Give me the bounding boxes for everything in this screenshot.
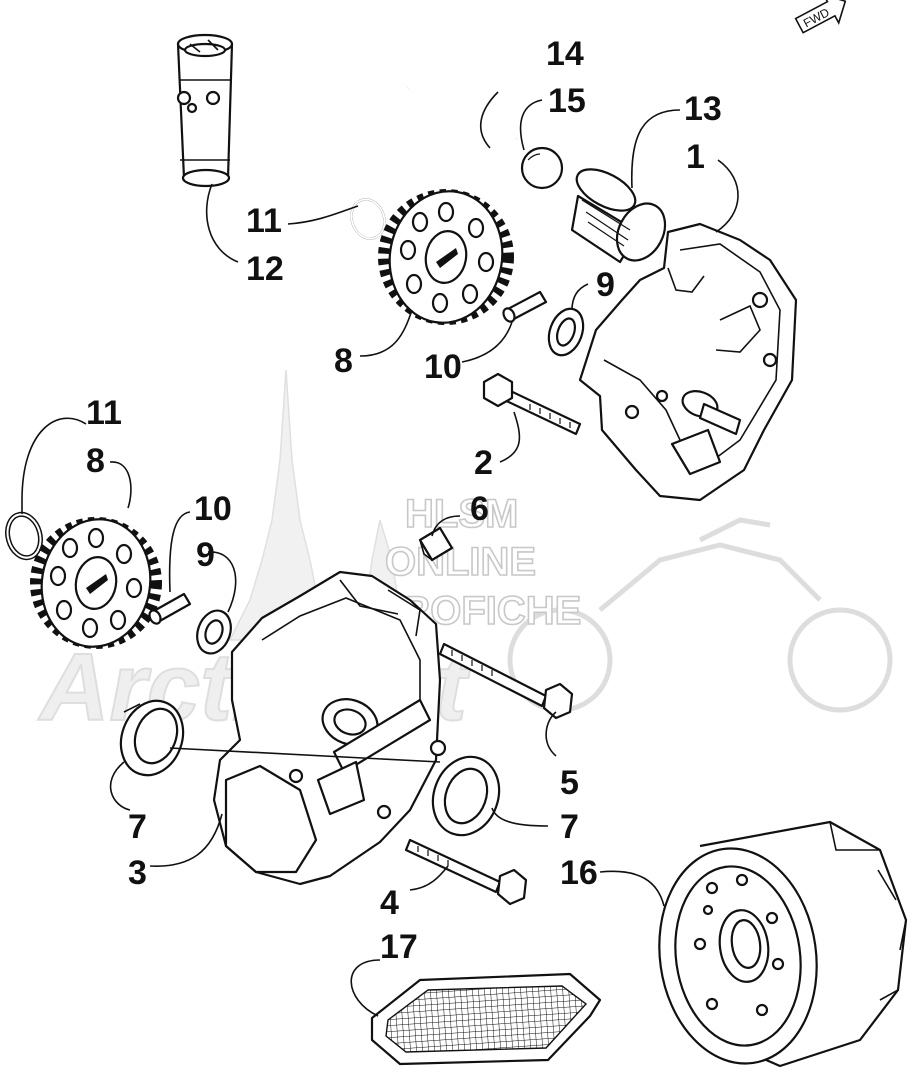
callout-2: 2 — [474, 444, 493, 482]
oil-filter — [658, 820, 908, 1068]
watermark-line2: ONLINE — [385, 540, 536, 584]
bolt-top — [482, 372, 582, 436]
callout-16: 16 — [560, 854, 598, 892]
circlip-top — [350, 198, 386, 240]
washer-top — [547, 307, 585, 357]
callout-14: 14 — [546, 35, 584, 73]
relief-plunger — [570, 168, 667, 264]
callout-3: 3 — [128, 854, 147, 892]
oil-pump-gear-top — [378, 189, 514, 325]
oil-seal-left — [119, 699, 185, 777]
callout-17: 17 — [380, 928, 418, 966]
oil-pump-body-upper — [578, 222, 798, 502]
gear-holes-top — [399, 201, 495, 314]
relief-ball — [520, 146, 564, 190]
oil-pickup-tube — [176, 33, 234, 188]
callout-10-top: 10 — [424, 348, 462, 386]
callout-9-top: 9 — [596, 266, 615, 304]
callout-6: 6 — [470, 490, 489, 528]
dowel-pin-top — [502, 290, 548, 323]
filter-holes — [693, 873, 785, 1017]
callout-11-top: 11 — [246, 202, 282, 240]
callout-10-mid: 10 — [194, 490, 232, 528]
leader-lines — [21, 91, 739, 1017]
fwd-arrow-icon: FWD — [794, 0, 847, 34]
oil-seal-right — [431, 755, 501, 837]
callout-1: 1 — [686, 138, 705, 176]
callout-7-left: 7 — [128, 808, 147, 846]
callout-15: 15 — [548, 82, 586, 120]
callout-numbers: 14 15 13 1 11 12 9 8 10 2 11 8 10 6 9 5 … — [86, 35, 722, 966]
watermark-skyline — [228, 369, 405, 641]
gear-holes-left — [49, 527, 143, 639]
callout-8-top: 8 — [334, 342, 353, 380]
callout-5: 5 — [560, 764, 579, 802]
callout-7-right: 7 — [560, 808, 579, 846]
callout-11-left: 11 — [86, 394, 122, 432]
callout-4: 4 — [380, 884, 399, 922]
dowel-pin-mid — [148, 592, 192, 625]
oil-strainer-screen — [370, 972, 602, 1066]
bolt-long — [438, 642, 574, 720]
washer-mid — [196, 609, 232, 655]
watermark-line1: HLSM — [405, 492, 518, 536]
callout-8-left: 8 — [86, 442, 105, 480]
oil-pump-gear-left — [30, 517, 162, 649]
callout-9-mid: 9 — [196, 536, 215, 574]
relief-spring — [407, 84, 518, 143]
circlip-left — [5, 511, 43, 561]
oil-pump-body-lower — [169, 570, 447, 886]
bolt-bottom — [404, 838, 528, 906]
callout-13: 13 — [684, 90, 722, 128]
callout-12: 12 — [246, 250, 284, 288]
